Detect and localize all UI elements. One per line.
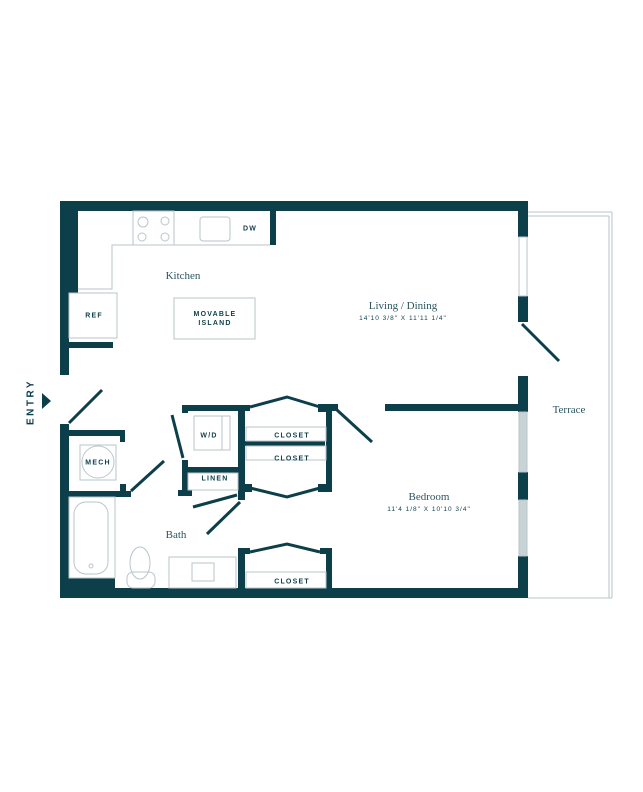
linen-label: LINEN xyxy=(201,475,229,483)
sink-icon xyxy=(199,216,231,242)
fixtures xyxy=(68,210,327,589)
room-terrace: Terrace xyxy=(553,404,586,416)
closet-label: CLOSET xyxy=(274,578,310,586)
room-name: Bath xyxy=(165,529,187,541)
closet-label: CLOSET xyxy=(274,455,310,463)
doors xyxy=(67,322,561,554)
mech-label: MECH xyxy=(85,459,111,467)
room-dimensions: 11'4 1/8" X 10'10 3/4" xyxy=(387,506,471,513)
room-name: Terrace xyxy=(552,404,586,416)
entry-arrow-icon xyxy=(42,393,51,409)
entry-label: ENTRY xyxy=(25,378,37,426)
room-dimensions: 14'10 3/8" X 11'11 1/4" xyxy=(359,315,447,322)
room-kitchen: Kitchen xyxy=(166,270,201,282)
room-bedroom: Bedroom 11'4 1/8" X 10'10 3/4" xyxy=(387,491,471,513)
terrace-outline xyxy=(528,211,613,599)
dishwasher-label: DW xyxy=(242,225,258,233)
room-name: Living / Dining xyxy=(368,300,438,312)
room-name: Bedroom xyxy=(408,491,450,503)
stove-icon xyxy=(132,210,175,246)
washer-dryer-label: W/D xyxy=(200,432,218,440)
refrigerator-label: REF xyxy=(85,312,103,320)
island-label: MOVABLE ISLAND xyxy=(193,311,237,327)
closet-label: CLOSET xyxy=(274,432,310,440)
room-bath: Bath xyxy=(166,529,187,541)
room-name: Kitchen xyxy=(165,270,201,282)
room-living-dining: Living / Dining 14'10 3/8" X 11'11 1/4" xyxy=(359,300,447,322)
windows xyxy=(518,236,528,557)
walls xyxy=(60,201,528,598)
